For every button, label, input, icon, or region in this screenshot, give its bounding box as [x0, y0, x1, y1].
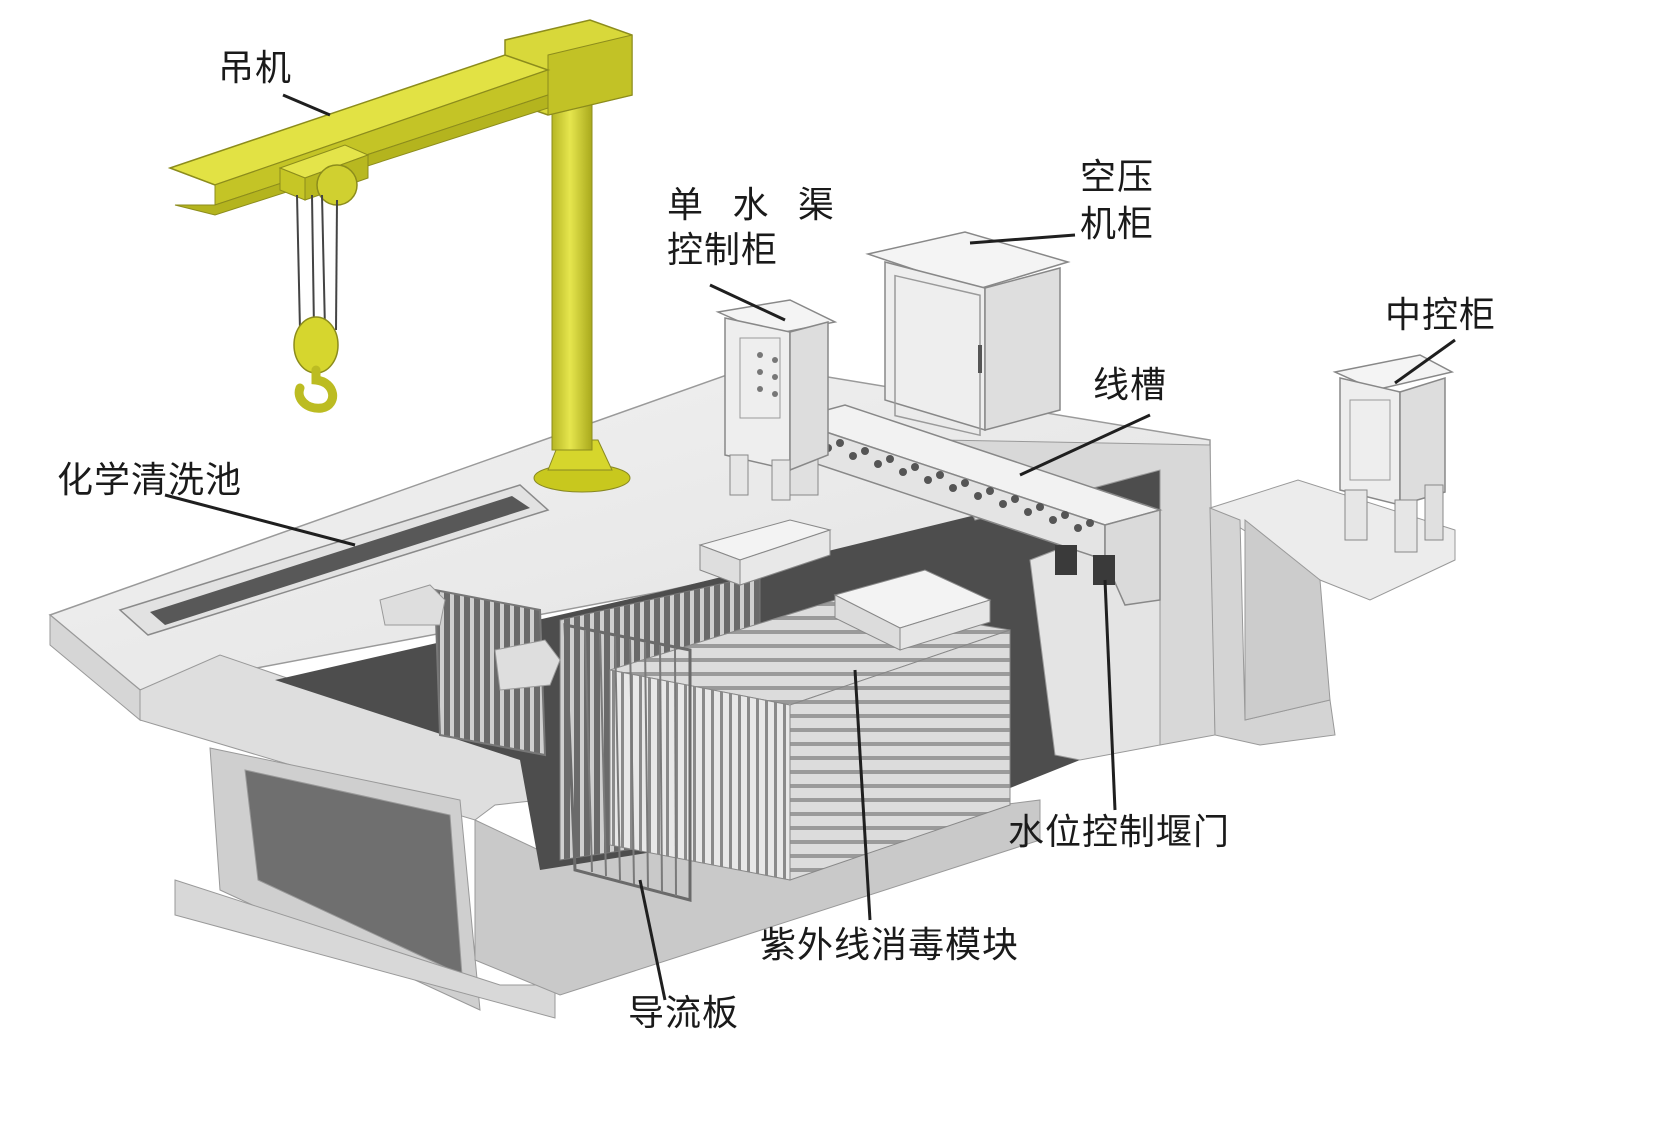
label-air-compressor-line2: 机柜: [1080, 204, 1155, 245]
label-water-level-weir-gate: 水位控制堰门: [1008, 812, 1231, 853]
single-channel-control-cabinet: [715, 299, 838, 501]
label-deflector-plate: 导流板: [628, 993, 740, 1034]
uv-module-bank: [379, 519, 1011, 902]
leader-chemical-tank: [164, 493, 356, 547]
label-chemical-cleaning-tank: 化学清洗池: [57, 460, 243, 501]
leader-uv-module: [853, 669, 872, 921]
leader-lines: [164, 93, 1456, 1001]
leader-crane: [282, 93, 331, 117]
ballast-box-front-side: [899, 599, 991, 651]
leader-single-channel-cabinet: [709, 283, 786, 322]
chemical-cleaning-tank-pit: [150, 496, 530, 625]
front-bottom-step: [174, 879, 556, 1019]
label-single-channel-cabinet-line1: 单 水 渠: [667, 185, 843, 226]
jib-crane: [167, 19, 633, 493]
left-platform-lip: [139, 654, 541, 821]
label-single-channel-cabinet-line2: 控制柜: [667, 230, 779, 271]
support-block-left: [379, 584, 446, 626]
weir-actuator-1: [1055, 545, 1077, 575]
deflector-plate-left: [433, 588, 547, 757]
leader-deflector: [638, 879, 667, 1001]
label-crane: 吊机: [218, 48, 293, 89]
deflector-plate-bars: [584, 629, 677, 897]
ballast-box-back-side: [739, 529, 831, 586]
uv-module-side: [789, 629, 1011, 881]
uv-module-front: [609, 669, 791, 881]
cable-trough-end: [1104, 509, 1161, 606]
right-platform-front: [1209, 507, 1336, 746]
label-cable-trough: 线槽: [1093, 365, 1168, 406]
deflector-plate: [563, 623, 692, 902]
right-platform-side: [1244, 518, 1331, 721]
crane-beam-front: [169, 69, 549, 206]
crane-hook-block: [293, 316, 339, 374]
support-block-mid: [494, 639, 561, 691]
label-central-control-cabinet: 中控柜: [1385, 295, 1497, 336]
weir-actuator-2: [1093, 555, 1115, 585]
leader-central-control: [1394, 338, 1456, 385]
leader-cable-trough: [1019, 413, 1151, 477]
crane-hook: [294, 365, 337, 413]
air-compressor-cabinet: [865, 231, 1071, 437]
leader-weir-gate: [1103, 579, 1117, 811]
cable-trough: [787, 404, 1163, 606]
label-uv-disinfection-module: 紫外线消毒模块: [760, 925, 1020, 966]
crane-column: [551, 89, 593, 451]
leader-air-compressor: [969, 233, 1076, 245]
label-air-compressor-line1: 空压: [1080, 157, 1155, 198]
